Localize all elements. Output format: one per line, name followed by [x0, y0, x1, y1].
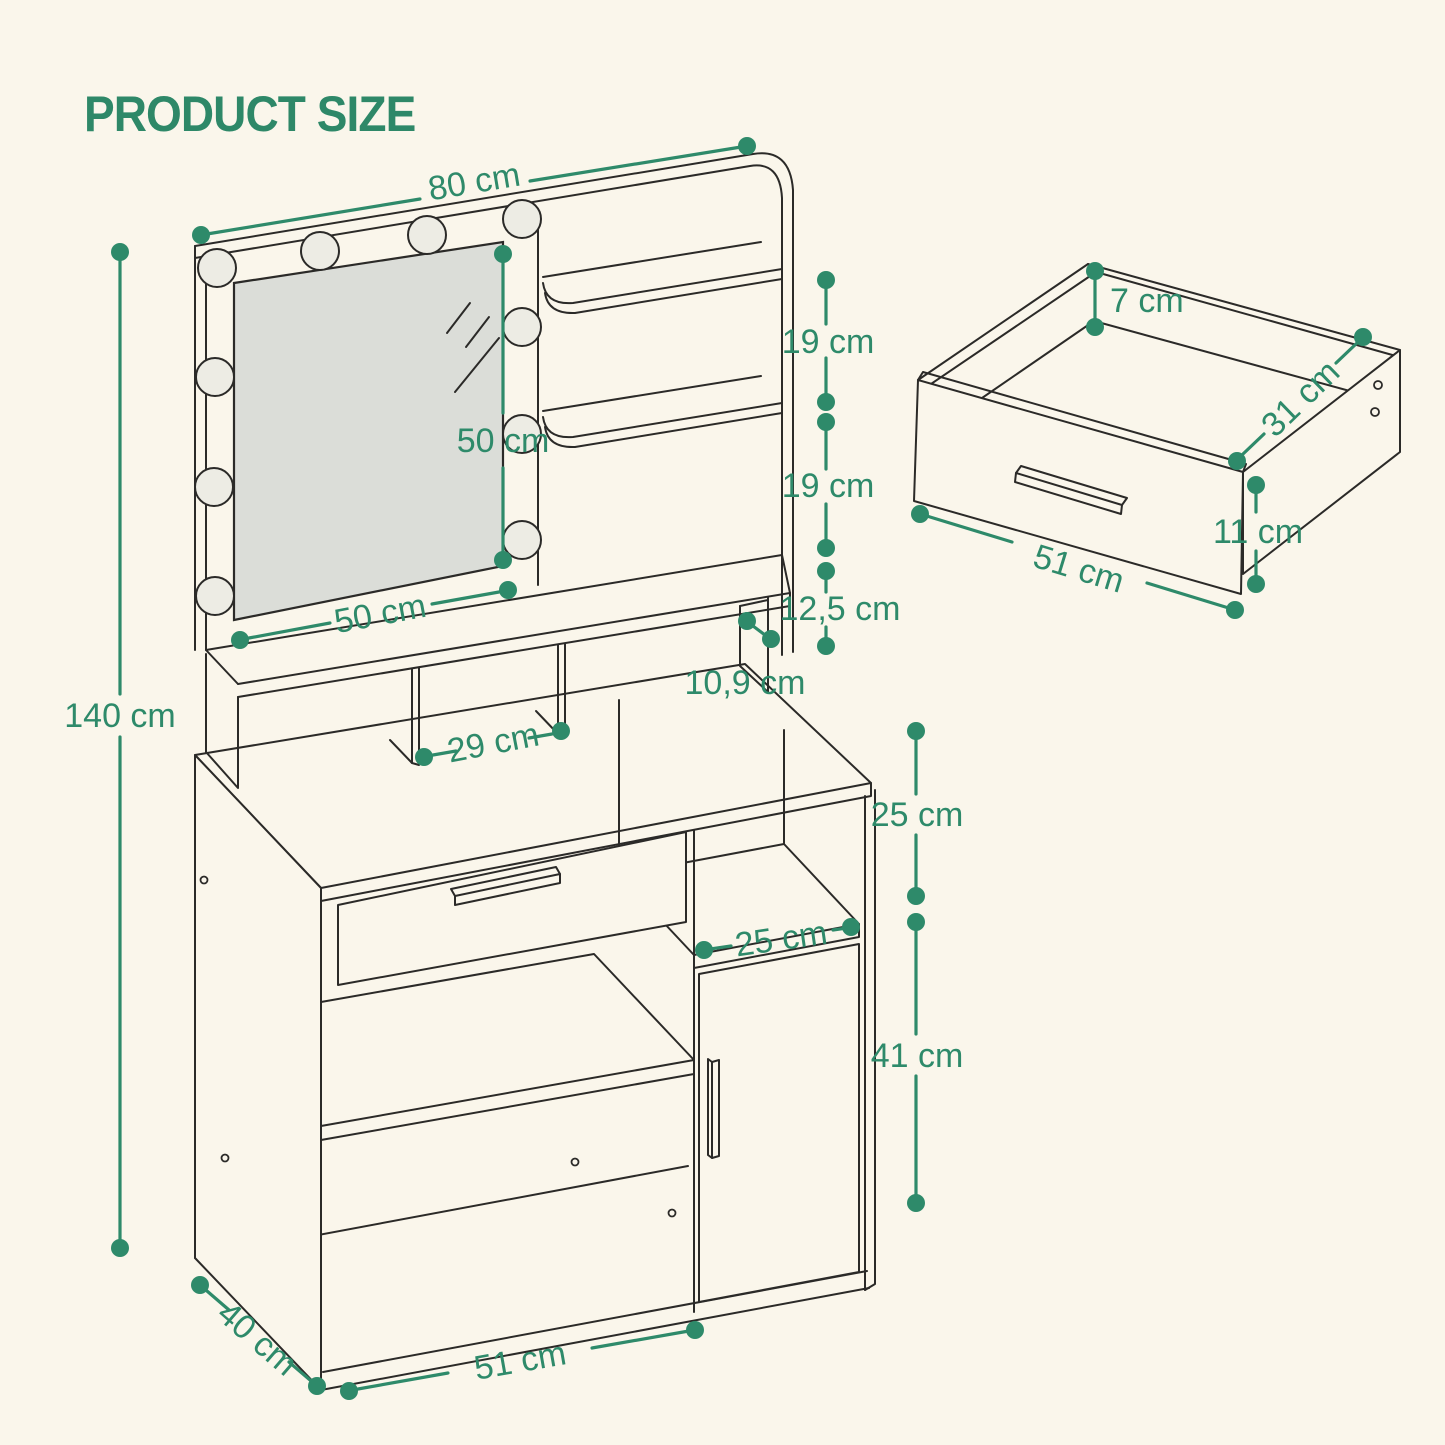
door-handle: [711, 1059, 720, 1159]
drawer-front-top-lip: [917, 371, 1247, 473]
cam-hole-icon: [199, 875, 209, 885]
niche-shelf: [693, 923, 860, 969]
shelf-1-thickness: [544, 278, 783, 315]
screw-hole-icon: [1370, 407, 1380, 417]
drawer-front: [337, 831, 687, 986]
dimension-shelf-gap-bottom: 12,5 cm: [780, 562, 901, 655]
dimension-drawer-front-height: 11 cm: [1213, 476, 1303, 593]
dimension-total-height: 140 cm: [64, 243, 176, 1257]
drawer-left-rim: [917, 263, 1097, 387]
bulb-icon: [195, 357, 235, 397]
bulb-icon: [502, 199, 542, 239]
cam-hole-icon: [667, 1208, 677, 1218]
dimension-label: 50 cm: [457, 422, 550, 460]
dimension-label: 11 cm: [1213, 513, 1303, 551]
dimension-drawer-inner-height: 7 cm: [1086, 262, 1184, 336]
drawer-detail-line-art: [913, 263, 1401, 595]
shelf-1-back-edge: [542, 241, 762, 278]
hutch-outer-edge: [194, 152, 794, 653]
bulb-icon: [194, 467, 234, 507]
shelf-1-front-edge: [542, 268, 783, 305]
screw-hole-icon: [1373, 380, 1383, 390]
hutch-shelves: [542, 241, 783, 449]
dimension-shelf-gap-mid: 19 cm: [782, 413, 875, 557]
bulb-icon: [197, 248, 237, 288]
drawer-inner-floor-back: [1093, 320, 1391, 403]
dimension-base-width: 51 cm: [340, 1321, 704, 1400]
shelf-2-front-edge: [542, 402, 783, 439]
shelf-2-thickness: [544, 412, 783, 449]
bottom-front-edge: [320, 1287, 870, 1391]
hutch-inner-edge: [194, 164, 783, 656]
vanity-line-art: [194, 152, 876, 1391]
mirror-glint-icon: [446, 302, 500, 393]
page-title: PRODUCT SIZE: [84, 87, 415, 142]
dimension-niche-height: 25 cm: [871, 722, 964, 905]
cabinet-door: [698, 943, 860, 1303]
dimension-door-height: 41 cm: [871, 913, 964, 1212]
bulb-icon: [195, 576, 235, 616]
right-outer-edge: [864, 789, 876, 1291]
shelf-2-back-edge: [542, 375, 762, 412]
dimension-label: 7 cm: [1110, 282, 1184, 320]
dimension-label: 140 cm: [64, 697, 176, 735]
dimension-label: 10,9 cm: [685, 664, 806, 702]
knee-shelf: [320, 953, 695, 1127]
drawer-detail-handle: [1014, 472, 1123, 515]
mirror-hutch: [194, 152, 794, 656]
dimension-mirror-height: 50 cm: [457, 245, 550, 569]
dimension-label: 25 cm: [871, 796, 964, 834]
drawer-handle: [454, 873, 561, 906]
drawer-right-side: [1242, 349, 1401, 575]
bulb-icon: [502, 414, 542, 454]
dimension-shelf-depth: 10,9 cm: [685, 612, 806, 702]
light-bulbs: [194, 199, 542, 616]
dimension-shelf-gap-top: 19 cm: [782, 271, 875, 411]
dimension-label: 41 cm: [871, 1037, 964, 1075]
bulb-icon: [407, 215, 447, 255]
bulb-icon: [300, 231, 340, 271]
dimension-label: 19 cm: [782, 323, 875, 361]
drawer-front-panel: [913, 379, 1244, 595]
hutch-base-shelf: [205, 554, 791, 698]
dimension-label: 80 cm: [425, 156, 523, 209]
dimension-label: 12,5 cm: [780, 590, 901, 628]
cam-hole-icon: [220, 1153, 230, 1163]
dimension-label: 19 cm: [782, 467, 875, 505]
lower-cabinet: [194, 699, 876, 1391]
cubby-divider: [411, 667, 420, 766]
organizer-left-wall: [205, 653, 239, 789]
cam-hole-icon: [570, 1157, 580, 1167]
bulb-icon: [502, 307, 542, 347]
dimension-top-width: 80 cm: [192, 137, 756, 244]
